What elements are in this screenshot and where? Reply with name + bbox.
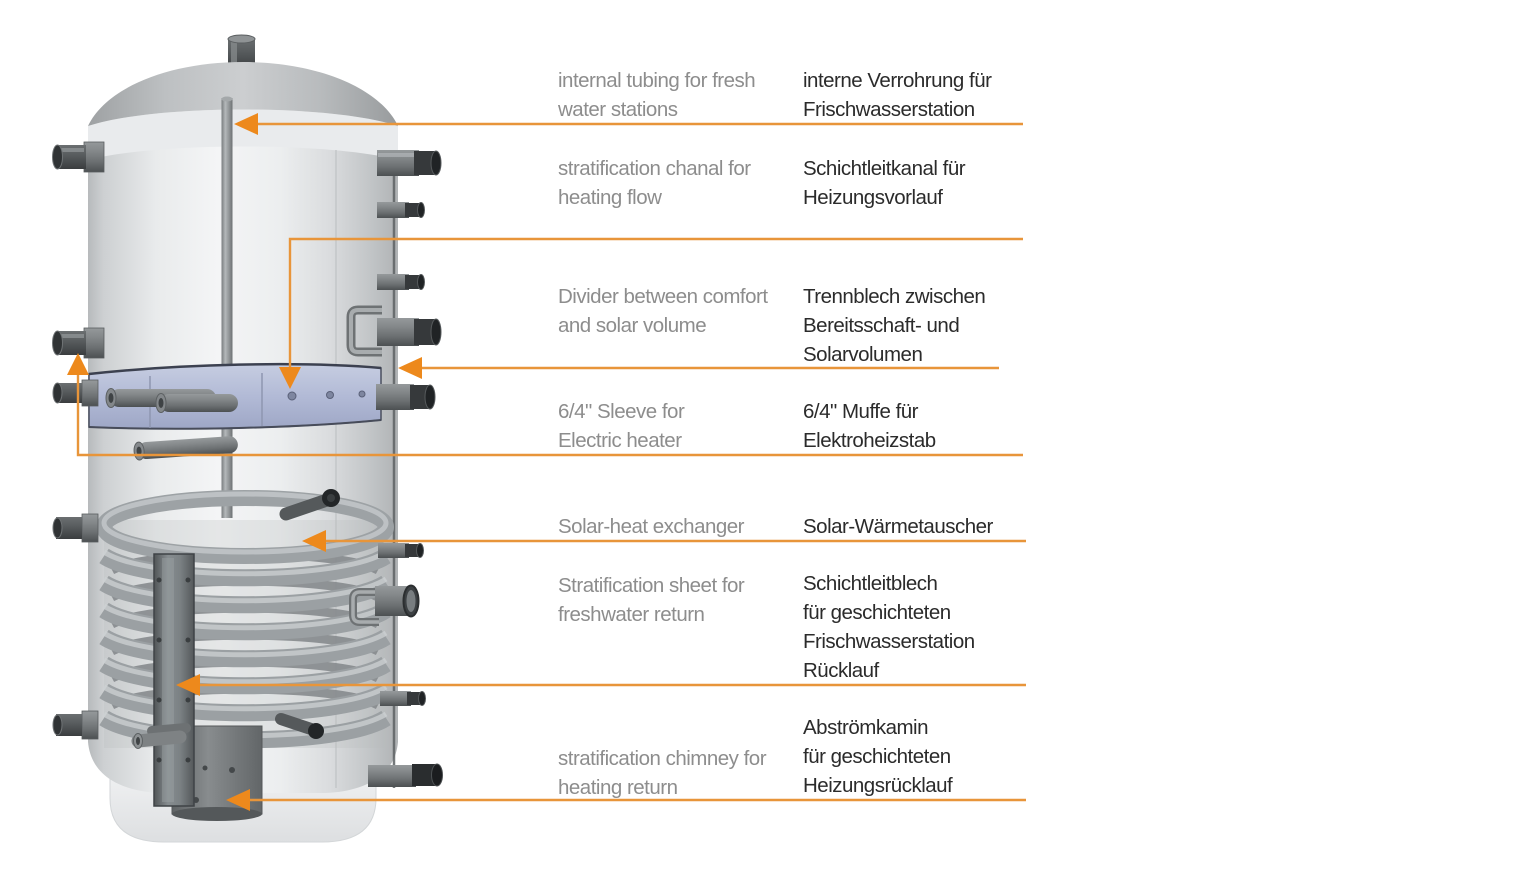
port-right-2 [377,202,425,218]
coil-connection-top [279,489,340,521]
coil-connection-bottom [275,713,324,739]
arrow-left-icon [226,789,250,811]
label-de-internal-tubing: interne Verrohrung für Frischwasserstati… [803,69,992,121]
port-left-1 [52,141,105,173]
port-right-4 [346,305,442,357]
label-en-chimney: stratification chimney for heating retur… [558,747,767,799]
arrow-left-icon [398,357,422,379]
port-right-3 [377,274,425,290]
port-left-3 [52,379,99,407]
port-left-4 [52,513,99,543]
label-de-divider: Trennblech zwischen Bereitsschaft- und S… [803,285,986,366]
port-right-8 [380,691,426,706]
port-left-2-electric-heater-sleeve [52,327,105,359]
arrow-up-icon [67,353,89,375]
port-right-9 [368,763,443,787]
divider-sleeve-pipes [105,388,238,413]
label-en-divider: Divider between comfort and solar volume [558,285,768,337]
label-de-sleeve: 6/4" Muffe für Elektroheizstab [803,400,936,452]
annotation-line-stratification-chanal [288,237,1023,372]
port-left-5 [52,710,99,740]
port-right-1 [377,150,442,176]
annotation-line-sleeve [76,374,1023,457]
arrow-left-icon [234,113,258,135]
label-en-stratification-sheet: Stratification sheet for freshwater retu… [558,574,745,626]
solar-coil [96,489,394,749]
label-en-sleeve: 6/4" Sleeve for Electric heater [558,400,685,452]
port-right-5 [376,384,436,410]
tank-shoulder [88,109,398,160]
port-right-7 [349,584,420,626]
label-de-stratification-chanal: Schichtleitkanal für Heizungsvorlauf [803,157,966,209]
label-en-solar-coil: Solar-heat exchanger [558,515,745,538]
label-de-stratification-sheet: Schichtleitblech für geschichteten Frisc… [803,572,975,682]
port-right-6 [378,543,424,558]
tank-dome [88,62,398,126]
label-en-stratification-chanal: stratification chanal for heating flow [558,157,751,209]
internal-tube [221,96,233,518]
label-de-chimney: Abströmkamin für geschichteten Heizungsr… [803,716,953,797]
label-en-internal-tubing: internal tubing for fresh water stations [558,69,756,121]
arrow-left-icon [302,530,326,552]
bottom-left-pipes [131,723,191,749]
arrow-left-icon [176,674,200,696]
label-de-solar-coil: Solar-Wärmetauscher [803,515,993,538]
arrow-down-icon [279,367,301,389]
